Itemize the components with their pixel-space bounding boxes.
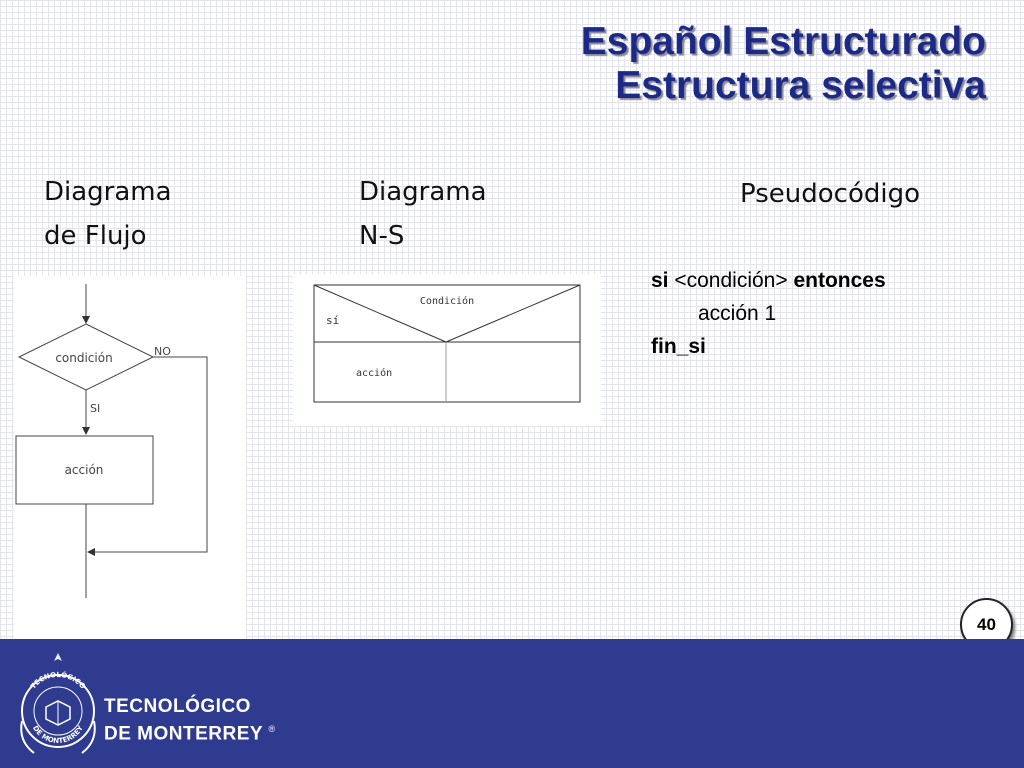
logo-line-2-text: DE MONTERREY	[104, 723, 263, 745]
ns-yes-label: sí	[326, 314, 339, 327]
ns-diagram: Condición sí acción	[313, 284, 581, 403]
institution-logo-text: TECNOLÓGICO DE MONTERREY ®	[104, 695, 276, 745]
registered-mark: ®	[268, 724, 276, 734]
logo-line-1: TECNOLÓGICO	[104, 696, 251, 717]
flow-diagram-label-line-2: de Flujo	[44, 221, 147, 251]
pseudocode-line-1: si <condición> entonces	[651, 264, 886, 297]
decision-label: condición	[55, 351, 112, 365]
ns-right-diagonal	[445, 284, 581, 343]
keyword-entonces: entonces	[793, 269, 886, 292]
pseudocode-label: Pseudocódigo	[740, 172, 920, 216]
ns-diagram-label-line-2: N-S	[359, 221, 405, 251]
no-label: NO	[154, 345, 171, 358]
flowchart-diagram: condición NO SI acción	[15, 284, 208, 598]
ns-diagram-label: Diagrama N-S	[359, 170, 487, 258]
ns-action-label: acción	[356, 367, 392, 379]
slide-title-line-1: Español Estructurado	[580, 20, 986, 63]
pseudocode-block: si <condición> entonces acción 1 fin_si	[651, 264, 886, 363]
keyword-fin-si: fin_si	[651, 335, 706, 358]
flow-diagram-label-line-1: Diagrama	[44, 177, 172, 207]
ns-diagram-panel: Condición sí acción	[293, 274, 601, 426]
action-label: acción	[65, 463, 104, 477]
flowchart-panel: condición NO SI acción	[14, 276, 246, 642]
action-box	[15, 435, 154, 505]
flow-diagram-label: Diagrama de Flujo	[44, 170, 172, 258]
logo-line-2: DE MONTERREY ®	[104, 718, 276, 745]
tec-seal-icon: TECNOLÓGICO DE MONTERREY	[20, 653, 96, 754]
ns-diagram-label-line-1: Diagrama	[359, 177, 487, 207]
footer-band: TECNOLÓGICO DE MONTERREY TECNOLÓGICO DE …	[0, 639, 1024, 768]
no-branch-line	[87, 356, 208, 556]
slide-title-line-2: Estructura selectiva	[615, 64, 986, 107]
yes-label: SI	[90, 402, 100, 415]
ns-left-diagonal	[313, 284, 447, 343]
slide-title: Español Estructurado Estructura selectiv…	[286, 20, 986, 108]
pseudocode-label-text: Pseudocódigo	[740, 179, 920, 209]
pseudocode-condition: <condición>	[674, 269, 788, 292]
keyword-si: si	[651, 269, 669, 292]
pseudocode-action: acción 1	[698, 302, 777, 325]
ns-condition-label: Condición	[420, 295, 474, 307]
